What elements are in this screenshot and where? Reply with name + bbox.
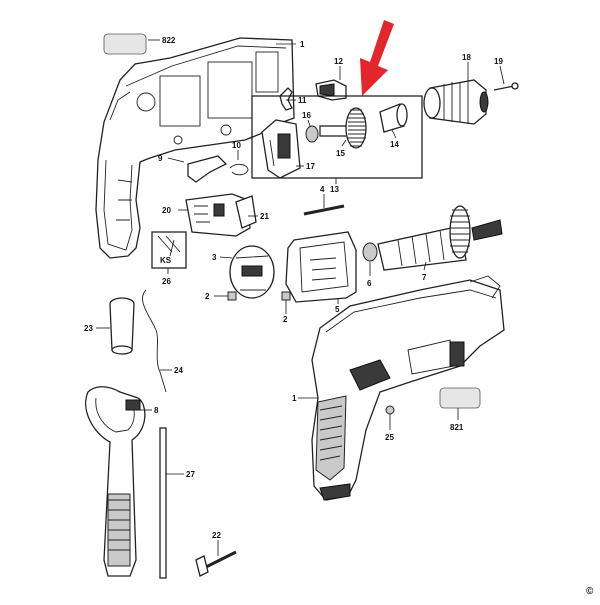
part-15-gear-shaft xyxy=(319,107,367,149)
callout-6: 6 xyxy=(367,279,372,288)
callout-10: 10 xyxy=(232,141,241,150)
callout-4: 4 xyxy=(320,185,325,194)
callout-9: 9 xyxy=(158,154,163,163)
callout-17: 17 xyxy=(306,162,315,171)
callout-13: 13 xyxy=(330,185,339,194)
part-6-bearing xyxy=(362,242,378,262)
callout-18: 18 xyxy=(462,53,471,62)
part-9-lever xyxy=(187,155,228,183)
callout-7: 7 xyxy=(422,273,427,282)
callout-16: 16 xyxy=(302,111,311,120)
part-16-bearing xyxy=(305,125,319,143)
assembled-drill xyxy=(311,275,505,501)
callout-ks: KS xyxy=(160,256,172,265)
callout-821: 821 xyxy=(450,423,464,432)
callout-1-housing: 1 xyxy=(300,40,305,49)
part-12-latch xyxy=(315,79,347,101)
part-2-brush-a xyxy=(227,291,237,301)
callout-19: 19 xyxy=(494,57,503,66)
callout-822: 822 xyxy=(162,36,176,45)
part-24-depth-rod xyxy=(142,289,167,393)
callout-14: 14 xyxy=(390,140,399,149)
callout-24: 24 xyxy=(174,366,183,375)
copyright-mark: © xyxy=(586,586,594,597)
callout-25: 25 xyxy=(385,433,394,442)
part-26-ks-tool xyxy=(151,231,187,269)
part-20-switch xyxy=(185,193,257,237)
callout-22: 22 xyxy=(212,531,221,540)
part-3-brush-holder xyxy=(229,245,275,299)
callout-labels: 822 1 12 18 19 11 16 15 14 10 9 17 13 4 … xyxy=(84,36,594,597)
part-17-gear-cover xyxy=(261,119,301,179)
part-22-key xyxy=(195,550,237,577)
part-4-pin xyxy=(303,204,345,216)
callout-2-left: 2 xyxy=(205,292,210,301)
gearbox-assembly-frame xyxy=(251,95,423,179)
leader-lines xyxy=(96,39,505,556)
callout-23: 23 xyxy=(84,324,93,333)
housing-half xyxy=(95,37,295,259)
part-18-chuck xyxy=(423,79,489,125)
label-plate-822 xyxy=(103,33,147,55)
part-23-handle-cap xyxy=(109,297,135,355)
callout-20: 20 xyxy=(162,206,171,215)
part-11-pin xyxy=(279,87,293,111)
callout-21: 21 xyxy=(260,212,269,221)
part-5-stator xyxy=(285,231,357,303)
callout-12: 12 xyxy=(334,57,343,66)
callout-8: 8 xyxy=(154,406,159,415)
callout-11: 11 xyxy=(298,96,307,105)
label-plate-821 xyxy=(439,387,481,409)
part-10-clip xyxy=(229,163,249,176)
callout-1-drill: 1 xyxy=(292,394,297,403)
part-25-screw xyxy=(385,405,395,415)
callout-2-right: 2 xyxy=(283,315,288,324)
callout-15: 15 xyxy=(336,149,345,158)
part-8-side-handle xyxy=(85,386,146,577)
part-14-sleeve xyxy=(379,103,408,133)
part-7-armature xyxy=(377,205,503,271)
callout-5: 5 xyxy=(335,305,340,314)
callout-3: 3 xyxy=(212,253,217,262)
part-19-screw xyxy=(493,82,519,91)
part-27-rod xyxy=(159,427,167,579)
highlight-arrow xyxy=(360,20,394,96)
callout-27: 27 xyxy=(186,470,195,479)
part-2-brush-b xyxy=(281,291,291,301)
callout-26: 26 xyxy=(162,277,171,286)
